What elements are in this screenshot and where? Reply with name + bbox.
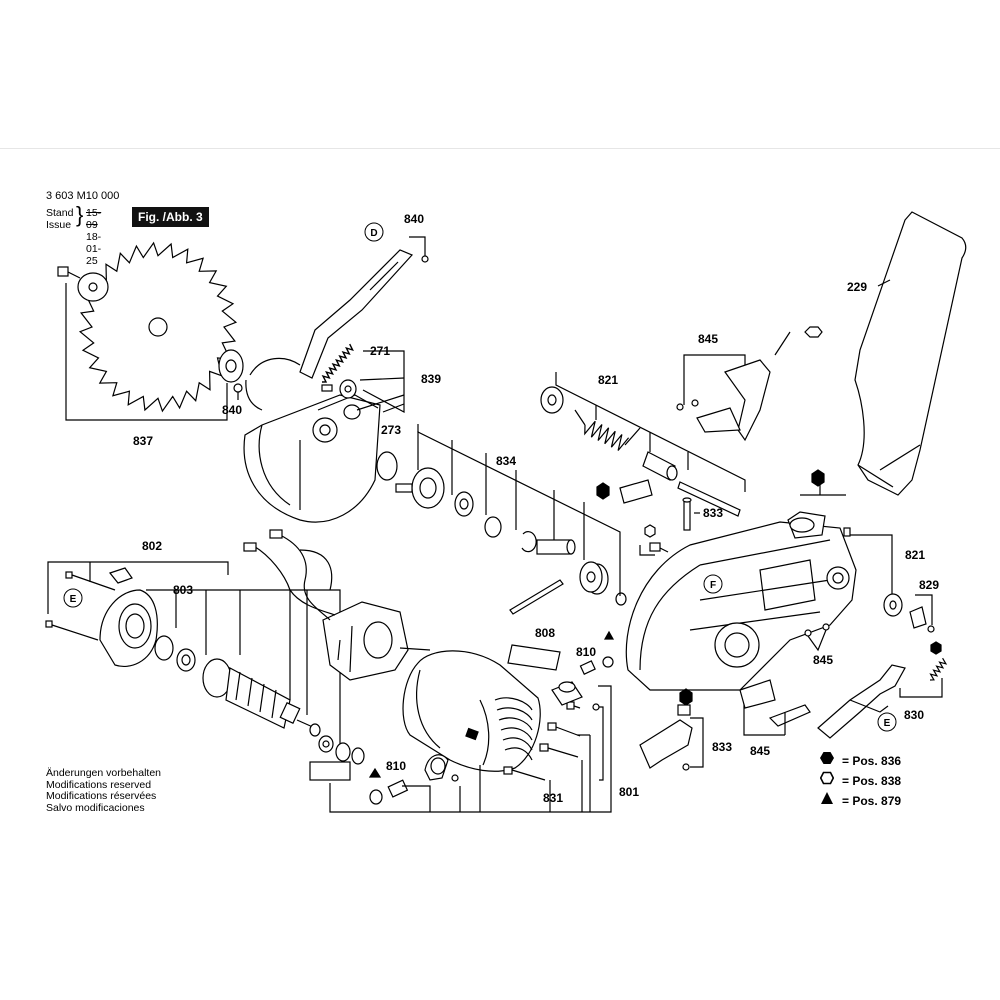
marker-D: D xyxy=(364,222,384,242)
saw-blade xyxy=(78,241,238,413)
symbol-legend: = Pos. 836 = Pos. 838 = Pos. 879 xyxy=(818,751,901,811)
bearing-803 xyxy=(176,648,196,672)
axle-pin xyxy=(677,481,741,517)
o-ring-803 xyxy=(154,635,174,661)
dust-bag-229 xyxy=(854,211,967,496)
blade-flange xyxy=(218,349,244,393)
issue-value: 18-01-25 xyxy=(86,231,102,267)
bearing-flange xyxy=(395,467,445,509)
motor-housing xyxy=(402,650,541,772)
long-screws-802 xyxy=(45,571,116,641)
upper-blade-guard xyxy=(625,511,857,691)
filled-hexagon-icon xyxy=(818,751,836,771)
part-837: 837 xyxy=(133,434,153,448)
part-803: 803 xyxy=(173,583,193,597)
document-code: 3 603 M10 000 xyxy=(46,190,120,202)
o-ring-273 xyxy=(376,451,398,481)
sleeve xyxy=(642,451,678,481)
brace-glyph: } xyxy=(76,202,84,227)
part-840-top: 840 xyxy=(404,212,424,226)
part-830: 830 xyxy=(904,708,924,722)
legend-text-838: = Pos. 838 xyxy=(842,774,902,788)
end-cap-802 xyxy=(99,589,158,667)
guard-lever-arm xyxy=(299,249,414,379)
part-273: 273 xyxy=(381,423,401,437)
bearing xyxy=(454,491,474,517)
note-en: Modifications reserved xyxy=(46,778,152,791)
part-808: 808 xyxy=(535,626,555,640)
part-833-top: 833 xyxy=(703,506,723,520)
part-810-mid: 810 xyxy=(576,645,596,659)
torsion-spring xyxy=(574,409,641,451)
part-831: 831 xyxy=(543,791,563,805)
washer-small xyxy=(615,592,627,606)
legend-row-879: = Pos. 879 xyxy=(818,791,901,811)
hollow-hexagon-icon xyxy=(818,771,836,791)
brush-holder xyxy=(551,681,583,706)
stator xyxy=(322,601,409,681)
spring-clip xyxy=(540,386,564,414)
part-821-top: 821 xyxy=(598,373,618,387)
handle-833 xyxy=(639,688,693,769)
part-821-right: 821 xyxy=(905,548,925,562)
legend-row-838: = Pos. 838 xyxy=(818,771,901,791)
brush-holder-cap xyxy=(108,567,133,584)
legend-text-836: = Pos. 836 xyxy=(842,754,902,768)
note-fr: Modifications réservées xyxy=(46,790,157,803)
part-829: 829 xyxy=(919,578,939,592)
part-229: 229 xyxy=(847,280,867,294)
gear-shaft xyxy=(536,539,576,555)
marker-E-right: E xyxy=(877,712,897,732)
marker-E-left: E xyxy=(63,588,83,608)
lower-blade-guard xyxy=(243,357,381,523)
top-rule xyxy=(0,148,1000,149)
drive-gear xyxy=(579,561,609,595)
modification-notes: Änderungen vorbehalten Modifications res… xyxy=(46,767,162,814)
figure-label: Fig. /Abb. 3 xyxy=(132,207,209,227)
note-de: Änderungen vorbehalten xyxy=(46,767,162,779)
svg-text:F: F xyxy=(710,580,716,591)
svg-text:E: E xyxy=(70,594,77,605)
part-833-bottom: 833 xyxy=(712,740,732,754)
part-810-bottom: 810 xyxy=(386,759,406,773)
legend-row-836: = Pos. 836 xyxy=(818,751,901,771)
issue-label: Issue xyxy=(46,219,72,231)
armature xyxy=(202,658,316,729)
part-834: 834 xyxy=(496,454,516,468)
stand-value: 15-09 xyxy=(86,207,102,231)
part-802: 802 xyxy=(142,539,162,553)
retaining-ring-a xyxy=(484,516,502,538)
circlip xyxy=(521,531,537,553)
stand-label: Stand xyxy=(46,207,74,219)
part-840-left: 840 xyxy=(222,403,242,417)
plug-parts-810 xyxy=(368,754,459,805)
bracket-845-bottom xyxy=(739,679,811,727)
part-845-top: 845 xyxy=(698,332,718,346)
legend-text-879: = Pos. 879 xyxy=(842,794,902,808)
part-801: 801 xyxy=(619,785,639,799)
blade-screw-washer xyxy=(57,266,109,302)
svg-text:E: E xyxy=(884,718,891,729)
carbon-brush xyxy=(579,660,596,675)
stator-wires xyxy=(243,529,431,651)
bracket-845-top xyxy=(696,359,771,442)
clip-821 xyxy=(883,593,903,617)
part-845-mid: 845 xyxy=(813,653,833,667)
pivot-parts-839 xyxy=(321,379,361,420)
part-271: 271 xyxy=(370,344,390,358)
spring-271 xyxy=(321,343,354,383)
svg-text:D: D xyxy=(370,228,377,239)
filled-triangle-icon xyxy=(818,791,836,811)
marker-F: F xyxy=(703,574,723,594)
stand-issue-block: Stand Issue } 15-09 18-01-25 xyxy=(46,204,101,268)
part-845-bottom: 845 xyxy=(750,744,770,758)
washers-803 xyxy=(318,735,365,765)
note-es: Salvo modificaciones xyxy=(46,801,145,814)
spring-830 xyxy=(929,657,948,681)
clip-829 xyxy=(909,606,927,629)
latch-830 xyxy=(817,664,906,739)
part-839: 839 xyxy=(421,372,441,386)
